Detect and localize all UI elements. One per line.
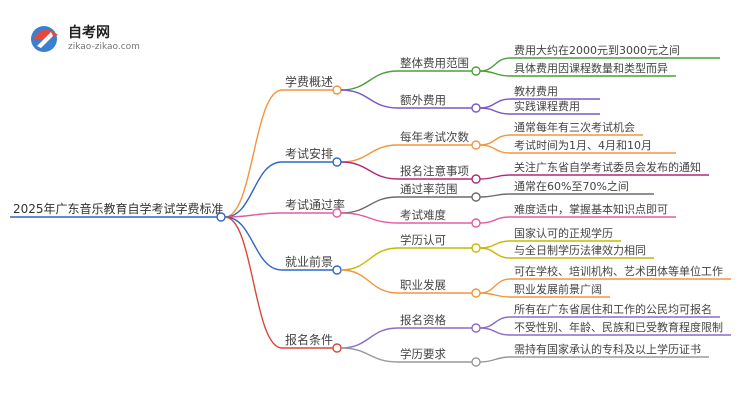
topic-node[interactable]	[471, 103, 481, 113]
leaf-link	[479, 70, 511, 77]
topic-node[interactable]	[471, 192, 481, 202]
leaf-link	[479, 174, 511, 180]
topic-node[interactable]	[471, 174, 481, 184]
topic-label: 额外费用	[400, 93, 446, 107]
logo-icon	[31, 26, 58, 52]
topic-label: 每年考试次数	[400, 130, 469, 144]
branch-label: 考试安排	[285, 146, 333, 161]
branch-link	[224, 89, 283, 218]
branch-node[interactable]	[332, 265, 342, 275]
topic-link	[340, 196, 399, 214]
leaf-label: 关注广东省自学考试委员会发布的通知	[514, 160, 701, 174]
branch-label: 学费概述	[285, 74, 333, 89]
branch-label: 就业前景	[285, 254, 333, 269]
branch-label: 考试通过率	[285, 197, 345, 212]
branch-node[interactable]	[332, 208, 342, 218]
branch-link	[224, 216, 283, 349]
leaf-label: 考试时间为1月、4月和10月	[514, 139, 652, 152]
topic-node[interactable]	[471, 288, 481, 298]
leaf-link	[479, 247, 511, 259]
leaf-label: 职业发展前景广阔	[514, 282, 602, 296]
leaf-link	[479, 316, 511, 329]
topic-node[interactable]	[471, 323, 481, 333]
leaf-link	[479, 356, 511, 363]
leaf-link	[479, 240, 511, 249]
leaf-label: 教材费用	[514, 84, 558, 98]
leaf-link	[479, 216, 511, 224]
topic-label: 职业发展	[400, 278, 446, 292]
topic-label: 通过率范围	[400, 182, 458, 196]
topic-node[interactable]	[471, 140, 481, 150]
topic-label: 学历要求	[400, 347, 446, 361]
topic-node[interactable]	[471, 66, 481, 76]
leaf-label: 通常每年有三次考试机会	[514, 120, 635, 134]
logo-graphic: 自考网 zikao-zikao.com	[31, 24, 140, 52]
topic-link	[340, 347, 399, 363]
logo-title: 自考网	[68, 24, 110, 41]
topic-link	[340, 161, 399, 180]
leaf-label: 国家认可的正规学历	[514, 226, 613, 240]
leaf-link	[479, 134, 511, 146]
branch-label: 报名条件	[285, 332, 333, 347]
topic-node[interactable]	[471, 218, 481, 228]
topic-label: 整体费用范围	[400, 56, 469, 70]
branch-node[interactable]	[332, 157, 342, 167]
leaf-label: 费用大约在2000元到3000元之间	[514, 43, 680, 57]
leaf-link	[479, 107, 511, 115]
topic-label: 报名注意事项	[400, 164, 469, 178]
topic-label: 学历认可	[400, 233, 446, 247]
topic-node[interactable]	[471, 243, 481, 253]
branch-link	[224, 161, 283, 218]
branch-link	[224, 212, 283, 218]
leaf-link	[479, 193, 511, 198]
leaf-link	[479, 144, 511, 154]
leaf-label: 与全日制学历法律效力相同	[514, 243, 646, 257]
topic-label: 考试难度	[400, 208, 446, 222]
leaf-label: 不受性别、年龄、民族和已受教育程度限制	[514, 320, 723, 334]
topic-link	[340, 327, 399, 349]
leaf-label: 所有在广东省居住和工作的公民均可报名	[514, 302, 712, 316]
leaf-link	[479, 327, 511, 336]
leaf-label: 难度适中，掌握基本知识点即可	[514, 202, 668, 216]
branch-node[interactable]	[332, 85, 342, 95]
leaf-link	[479, 278, 511, 294]
topic-link	[340, 89, 399, 109]
leaf-label: 具体费用因课程数量和类型而异	[514, 61, 668, 75]
topic-link	[340, 144, 399, 163]
branch-link	[224, 216, 283, 271]
topic-label: 报名资格	[400, 313, 446, 327]
leaf-link	[479, 98, 511, 109]
leaf-label: 可在学校、培训机构、艺术团体等单位工作	[514, 264, 723, 278]
logo-subtitle: zikao-zikao.com	[68, 42, 140, 52]
topic-link	[340, 269, 399, 294]
root-label: 2025年广东音乐教育自学考试学费标准	[13, 201, 224, 216]
topic-link	[340, 212, 399, 224]
topic-link	[340, 247, 399, 271]
topic-node[interactable]	[471, 357, 481, 367]
branch-node[interactable]	[332, 343, 342, 353]
leaf-link	[479, 57, 511, 72]
topic-link	[340, 70, 399, 91]
root-node[interactable]	[216, 212, 226, 222]
leaf-label: 需持有国家承认的专科及以上学历证书	[514, 342, 701, 356]
leaf-link	[479, 292, 511, 298]
leaf-label: 通常在60%至70%之间	[514, 179, 629, 193]
leaf-label: 实践课程费用	[514, 99, 580, 113]
